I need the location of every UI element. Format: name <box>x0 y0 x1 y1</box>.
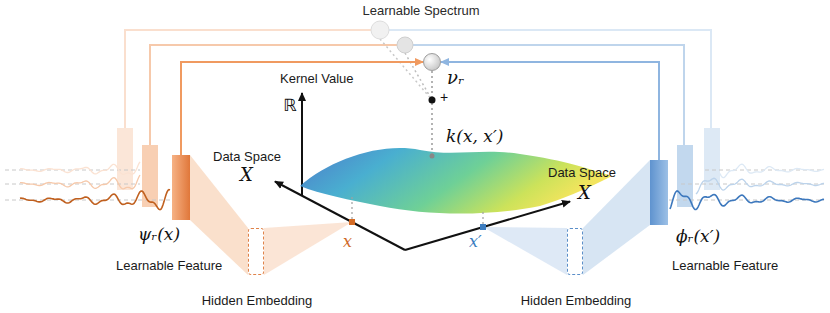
feature-caption: Learnable Feature <box>672 258 778 274</box>
dotted-line <box>482 212 483 224</box>
feature-bar: ϕᵣ(x′)Learnable Feature <box>650 160 668 225</box>
embedding-fan <box>190 155 248 275</box>
feature-connector <box>181 62 423 155</box>
faded-spectrum-circle <box>397 37 413 53</box>
faded-feature-bar <box>142 145 158 207</box>
embedding-caption: Hidden Embedding <box>202 293 313 309</box>
faded-feature-line <box>150 45 397 145</box>
spectrum-symbol: νᵣ <box>447 67 464 89</box>
feature-wave <box>720 164 824 177</box>
faded-feature-bar <box>117 128 133 190</box>
axis-symbol: X <box>240 164 253 186</box>
data-point <box>480 224 486 230</box>
embedding-fan <box>483 227 567 275</box>
feature-wave <box>696 178 824 194</box>
sum-dot <box>429 97 436 104</box>
embedding-caption: Hidden Embedding <box>521 293 632 309</box>
feature-symbol: ϕᵣ(x′) <box>676 226 720 246</box>
feature-caption: Learnable Feature <box>116 258 222 274</box>
surface-point <box>430 154 435 159</box>
dotted-line <box>431 103 433 155</box>
kernel-symbol: k(x, x′) <box>446 126 503 146</box>
faded-feature-bar <box>677 145 693 207</box>
feature-wave <box>20 190 170 210</box>
feature-symbol: ψᵣ(x) <box>138 224 180 244</box>
wave-baseline <box>655 200 824 201</box>
axis-label: Data Space <box>548 165 616 181</box>
sum-sign: + <box>440 89 448 106</box>
feature-wave <box>670 191 824 210</box>
dotted-line <box>431 71 433 97</box>
embedding-box: Hidden Embedding <box>248 228 264 275</box>
axis-label: Data Space <box>213 149 281 165</box>
feature-bar: ψᵣ(x)Learnable Feature <box>172 155 190 220</box>
point-label: x′ <box>469 232 482 251</box>
feature-wave <box>20 162 140 174</box>
spectrum-circle: Learnable Spectrumνᵣ <box>423 53 441 71</box>
dotted-line <box>351 196 352 219</box>
axis-line <box>301 93 303 196</box>
axis-symbol: X <box>578 182 591 204</box>
feature-connector <box>441 62 659 160</box>
spectrum-title: Learnable Spectrum <box>362 3 479 19</box>
axis-label: Kernel Value <box>280 71 353 87</box>
point-label: x <box>343 232 352 251</box>
axis-symbol: ℝ <box>283 95 296 115</box>
kernel-surface <box>300 148 612 213</box>
data-point <box>349 219 355 225</box>
embedding-box: Hidden Embedding <box>567 228 583 275</box>
faded-spectrum-circle <box>371 21 389 39</box>
feature-wave <box>20 175 140 189</box>
embedding-fan <box>264 222 352 275</box>
